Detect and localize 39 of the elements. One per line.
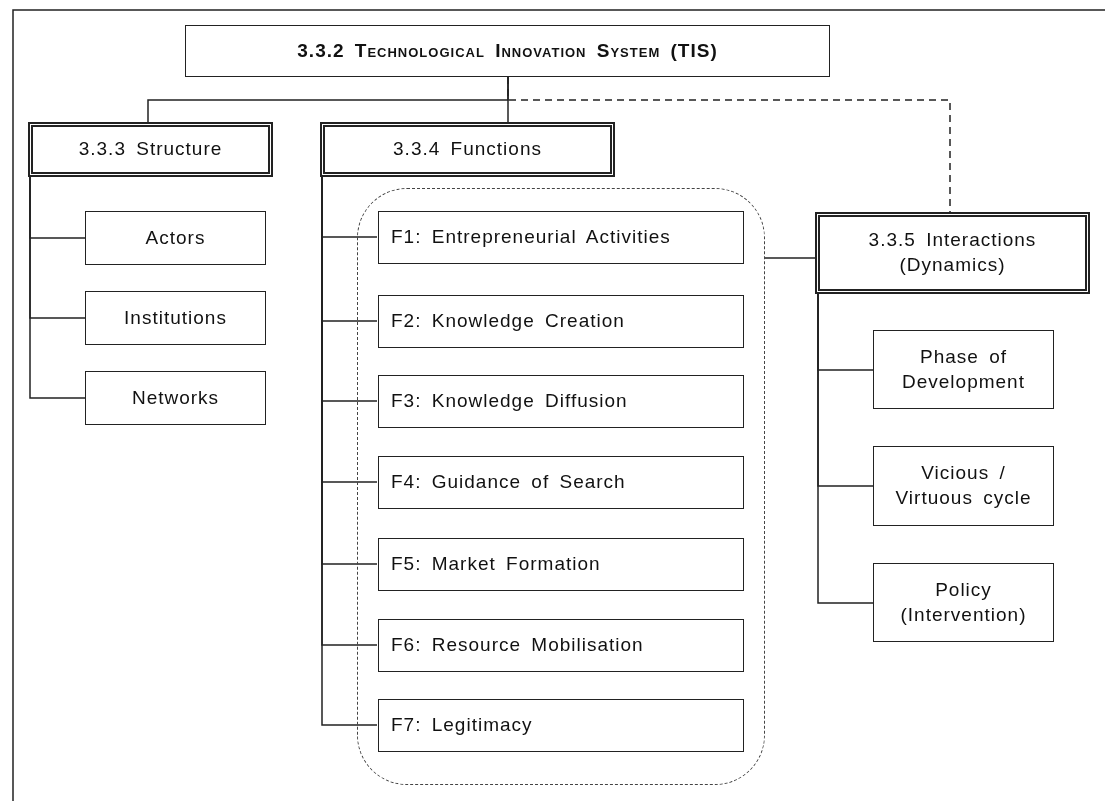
item-box bbox=[873, 330, 1054, 409]
item-box bbox=[378, 295, 744, 348]
item-box bbox=[378, 699, 744, 752]
item-box bbox=[85, 291, 266, 345]
node-label: 3.3.4 Functions bbox=[393, 137, 542, 162]
node-label: Networks bbox=[131, 385, 220, 410]
node-label: F5: Market Formation bbox=[391, 552, 601, 577]
node-label: F1: Entrepreneurial Activities bbox=[391, 225, 671, 250]
item-box bbox=[378, 538, 744, 591]
node-label: Institutions bbox=[124, 305, 227, 330]
node-label: F3: Knowledge Diffusion bbox=[391, 389, 628, 414]
item-box bbox=[378, 456, 744, 509]
node-label: Vicious / Virtuous cycle bbox=[894, 461, 1033, 510]
item-box bbox=[378, 375, 744, 428]
node-label: 3.3.5 Interactions (Dynamics) bbox=[867, 228, 1038, 277]
title-box bbox=[185, 25, 830, 77]
dashed-group-outline bbox=[357, 188, 765, 785]
connector-line bbox=[817, 293, 874, 604]
node-label: F6: Resource Mobilisation bbox=[391, 633, 644, 658]
item-box bbox=[873, 563, 1054, 642]
node-label: Actors bbox=[145, 225, 206, 250]
section-box bbox=[28, 122, 273, 177]
section-box bbox=[815, 212, 1090, 294]
connector-line bbox=[764, 257, 816, 259]
item-box bbox=[378, 211, 744, 264]
item-box bbox=[378, 619, 744, 672]
node-label: F4: Guidance of Search bbox=[391, 470, 626, 495]
item-box bbox=[85, 371, 266, 425]
item-box bbox=[873, 446, 1054, 526]
dashed-connector bbox=[507, 76, 951, 213]
node-label: F7: Legitimacy bbox=[391, 713, 533, 738]
item-box bbox=[85, 211, 266, 265]
section-box bbox=[320, 122, 615, 177]
node-label: 3.3.2 Technological Innovation System (TIS) bbox=[297, 38, 718, 63]
node-label: F2: Knowledge Creation bbox=[391, 309, 625, 334]
node-label: Phase of Development bbox=[901, 344, 1026, 394]
node-label: 3.3.3 Structure bbox=[78, 137, 223, 162]
connector-line bbox=[29, 176, 86, 399]
node-label: Policy (Intervention) bbox=[899, 577, 1028, 627]
